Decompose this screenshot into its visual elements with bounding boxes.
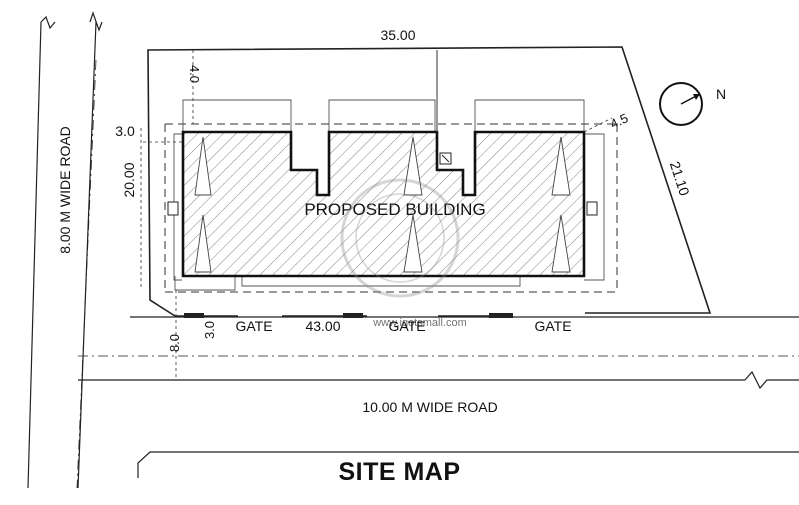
north-arrow-head: [693, 94, 700, 100]
triangle-5: [551, 136, 571, 196]
watermark: [340, 178, 460, 298]
projection-top-1: [182, 99, 292, 132]
dimension-lines: [140, 50, 613, 380]
building-footprint: [181, 130, 586, 278]
dim-setback-front-label: 3.0: [202, 321, 217, 339]
projection-top-2: [328, 99, 436, 132]
watermark-url: www.igotsmall.com: [372, 317, 467, 329]
projection-right: [584, 133, 605, 281]
dim-setback-left-label: 3.0: [115, 123, 135, 139]
utility-box-1-mark: [441, 154, 450, 163]
projection-bottom-1: [174, 276, 236, 291]
dim-left-label: 20.00: [121, 162, 137, 197]
triangle-3: [403, 136, 423, 196]
dim-top-label: 35.00: [380, 27, 415, 43]
bottom-road-edge-break: [744, 370, 799, 390]
building-label: PROPOSED BUILDING: [304, 200, 485, 219]
left-road-inner-break: [89, 11, 103, 32]
utility-boxes: [167, 152, 598, 216]
gate-marker-2: [343, 313, 363, 318]
triangle-4: [403, 214, 423, 273]
page-title: SITE MAP: [338, 458, 461, 486]
left-road: [27, 11, 103, 489]
dim-right: [583, 117, 613, 133]
gate-marker-1: [184, 313, 204, 318]
road-left-label: 8.00 M WIDE ROAD: [57, 126, 73, 254]
lower-road-edge: [137, 451, 799, 478]
bottom-road: [78, 316, 799, 478]
road-bottom-label: 10.00 M WIDE ROAD: [362, 399, 497, 415]
utility-box-2: [167, 201, 179, 216]
dim-setback-right-label: 4.5: [608, 110, 631, 131]
dim-road-offset-label: 8.0: [167, 334, 182, 352]
plot-boundary-line: [147, 46, 712, 317]
gate-marker-3: [489, 313, 513, 318]
gate-labels: GATE GATE GATE: [235, 318, 571, 334]
left-road-centerline: [76, 59, 97, 489]
north-arrow: N: [659, 82, 726, 126]
left-road-edge-break: [40, 15, 56, 30]
watermark-seal: [340, 178, 460, 298]
setback-lines: [164, 123, 618, 293]
building-triangles: [194, 136, 571, 273]
north-label: N: [716, 86, 726, 102]
gate-label-1: GATE: [235, 318, 272, 334]
watermark-seal-inner: [355, 193, 445, 283]
projection-top-3: [474, 99, 585, 132]
dim-bottom-label: 43.00: [305, 318, 340, 334]
triangle-2: [194, 214, 212, 273]
triangle-6: [551, 214, 571, 273]
dim-setback-top-label: 4.0: [187, 65, 202, 83]
gate-markers: [184, 313, 513, 318]
projection-bottom-2: [241, 276, 521, 287]
utility-box-3: [586, 201, 598, 216]
left-road-outer-edge: [27, 21, 42, 489]
gate-label-2: GATE: [388, 318, 425, 334]
north-arrow-circle: [659, 82, 703, 126]
triangle-1: [194, 136, 212, 196]
gate-label-3: GATE: [534, 318, 571, 334]
